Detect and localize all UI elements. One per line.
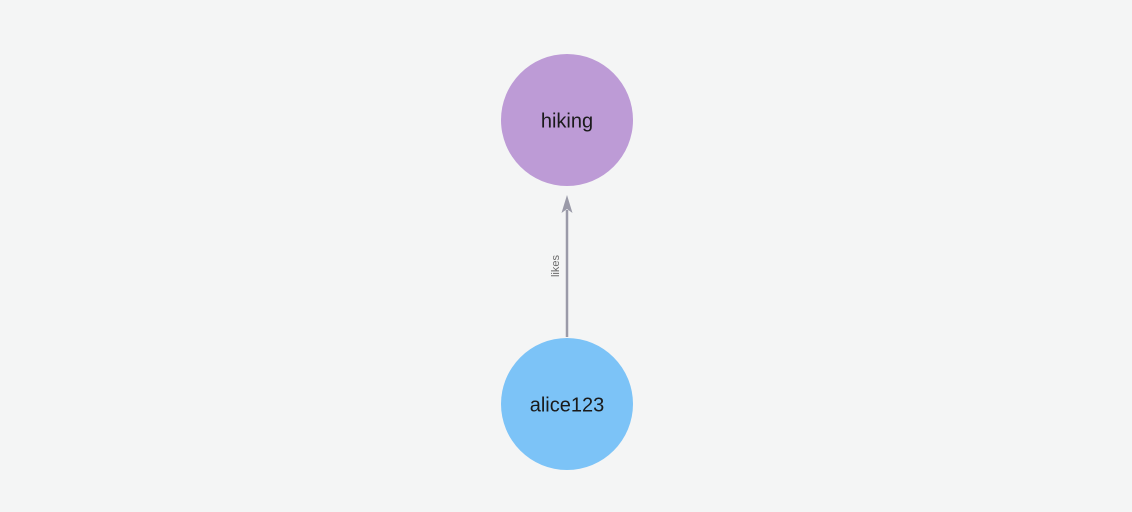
node-circle-hiking[interactable] [501,54,633,186]
graph-edge-likes[interactable]: likes [550,195,573,337]
graph-node-alice123[interactable]: alice123 [501,338,633,470]
edge-arrowhead-icon [561,195,573,213]
graph-node-hiking[interactable]: hiking [501,54,633,186]
edge-label-likes: likes [550,255,562,278]
node-circle-alice123[interactable] [501,338,633,470]
